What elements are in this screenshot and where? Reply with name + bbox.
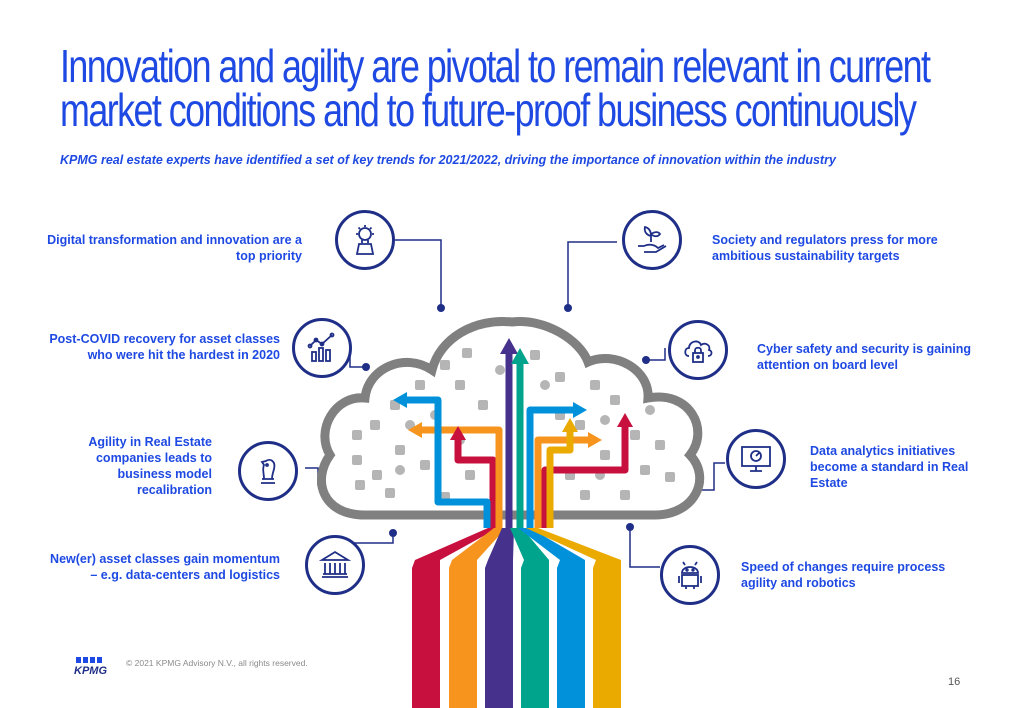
stripe-blue bbox=[557, 560, 585, 708]
trend-right-1-label: Society and regulators press for more am… bbox=[712, 233, 938, 263]
color-stripes bbox=[412, 560, 621, 708]
subtitle: KPMG real estate experts have identified… bbox=[60, 153, 836, 167]
chess-knight-icon bbox=[238, 441, 298, 501]
connector-left-1 bbox=[395, 239, 442, 307]
connector-right-4 bbox=[629, 528, 660, 568]
page-number: 16 bbox=[948, 676, 961, 688]
connector-dot bbox=[362, 363, 370, 371]
arrow-orange-left bbox=[420, 426, 503, 528]
arrowheads bbox=[393, 338, 633, 448]
connector-dot bbox=[642, 356, 650, 364]
connector-dot bbox=[626, 523, 634, 531]
arrow-blue-left bbox=[405, 396, 491, 528]
connector-dot bbox=[564, 304, 572, 312]
stripe-yellow bbox=[593, 560, 621, 708]
connector-right-2 bbox=[646, 348, 666, 361]
kpmg-logo-text: KPMG bbox=[74, 665, 107, 677]
trend-left-2-label: Post-COVID recovery for asset classes wh… bbox=[49, 332, 280, 362]
monitor-analytics-icon bbox=[726, 429, 786, 489]
arrows bbox=[405, 350, 629, 528]
arrow-red-left bbox=[454, 438, 497, 528]
stripe-teal bbox=[521, 560, 549, 708]
connector-dot bbox=[389, 529, 397, 537]
trend-right-4-label: Speed of changes require process agility… bbox=[741, 560, 946, 590]
trend-right-3-label: Data analytics initiatives become a stan… bbox=[810, 444, 969, 490]
trend-right-2-label: Cyber safety and security is gaining att… bbox=[757, 342, 971, 372]
trend-left-3-label: Agility in Real Estate companies leads t… bbox=[88, 435, 212, 497]
stripe-red bbox=[412, 560, 440, 708]
growth-chart-icon bbox=[292, 318, 352, 378]
connector-dot bbox=[437, 304, 445, 312]
robot-icon bbox=[660, 545, 720, 605]
arrow-red-right bbox=[541, 425, 629, 528]
trend-left-1-label: Digital transformation and innovation ar… bbox=[47, 233, 302, 263]
institution-building-icon bbox=[305, 535, 365, 595]
stripe-orange bbox=[449, 560, 477, 708]
lightbulb-box-icon bbox=[335, 210, 395, 270]
trend-left-4-label: New(er) asset classes gain momentum – e.… bbox=[50, 552, 280, 582]
arrow-blue-right bbox=[526, 406, 575, 528]
copyright-notice: © 2021 KPMG Advisory N.V., all rights re… bbox=[126, 658, 308, 668]
kpmg-logo: KPMG bbox=[72, 657, 112, 677]
arrow-yellow-right bbox=[546, 430, 574, 528]
stripe-convergence bbox=[415, 528, 621, 560]
connector-right-1 bbox=[567, 241, 617, 307]
stripe-purple bbox=[485, 560, 513, 708]
cloud-lock-icon bbox=[668, 320, 728, 380]
plant-hand-icon bbox=[622, 210, 682, 270]
